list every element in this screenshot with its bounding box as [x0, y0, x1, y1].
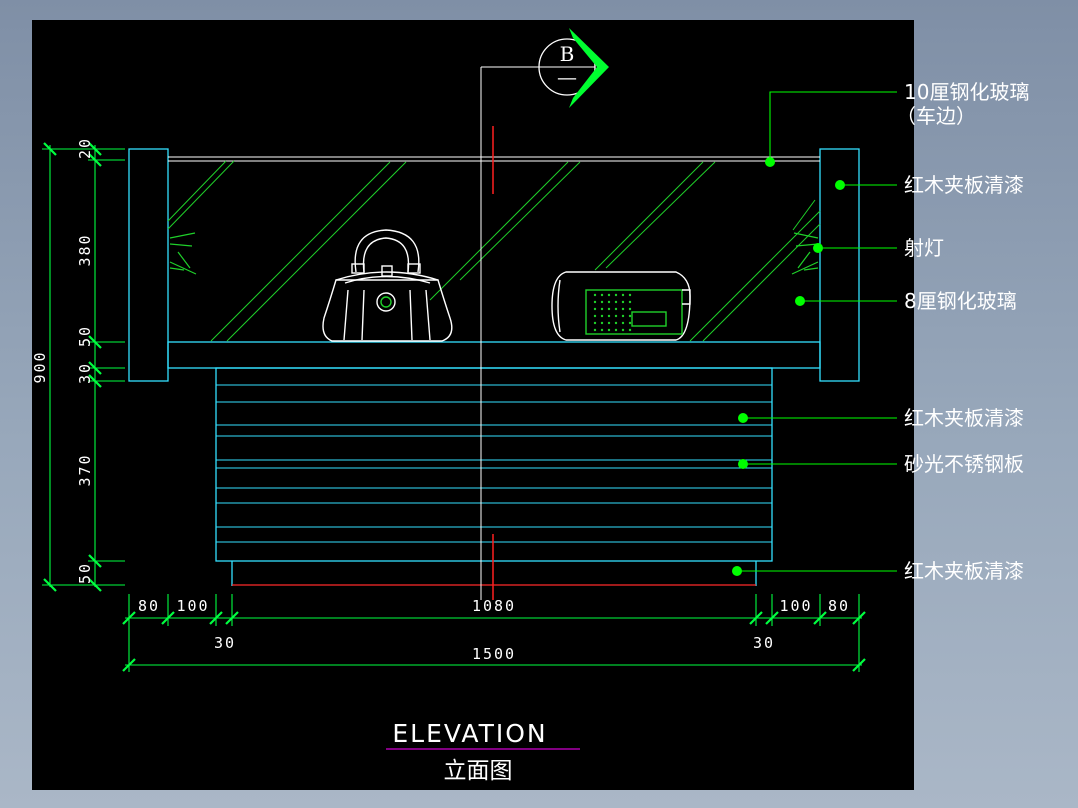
pouch-dot	[600, 328, 604, 332]
pouch-dot	[600, 321, 604, 325]
pouch-dot	[593, 328, 597, 332]
section-marker-sub: —	[557, 65, 577, 89]
spotlight-right	[791, 232, 819, 275]
pouch-dot	[614, 293, 618, 297]
glass-hatch	[167, 160, 821, 342]
pouch-dot	[628, 321, 632, 325]
pouch-dot	[628, 307, 632, 311]
pouch-dot	[621, 307, 625, 311]
callout-tempered-glass-10-line2: （车边）	[896, 104, 976, 128]
pouch-dot	[607, 293, 611, 297]
vertical-dimensions	[42, 142, 125, 592]
pouch-dot	[593, 307, 597, 311]
pouch-dot	[593, 314, 597, 318]
right-side-panel	[819, 148, 860, 382]
hdim-1500: 1500	[472, 645, 516, 663]
pouch-dot	[614, 314, 618, 318]
pouch-dot	[621, 293, 625, 297]
callout-mahogany-plywood-top: 红木夹板清漆	[904, 173, 1024, 197]
vdim-20: 20	[76, 137, 94, 159]
vdim-50-top: 50	[76, 325, 94, 347]
vdim-380: 380	[76, 233, 94, 266]
hdim-1080: 1080	[472, 597, 516, 615]
pouch-dot	[614, 307, 618, 311]
drawing-title: ELEVATION 立面图	[386, 719, 580, 784]
pouch-dot	[593, 300, 597, 304]
pouch-dot	[621, 300, 625, 304]
hdim-80-left: 80	[138, 597, 160, 615]
top-glass	[168, 156, 820, 162]
callout-tempered-glass-8: 8厘钢化玻璃	[904, 289, 1017, 313]
spotlight-left	[169, 232, 197, 275]
pouch-dot	[614, 328, 618, 332]
handbag-frame-bag	[322, 229, 453, 342]
pouch-dot	[621, 328, 625, 332]
pouch-dot	[600, 300, 604, 304]
hdim-80-right: 80	[828, 597, 850, 615]
section-marker-b: B —	[538, 28, 609, 108]
title-elevation-cn: 立面图	[444, 758, 513, 784]
vdim-50-bottom: 50	[76, 562, 94, 584]
center-axis	[480, 66, 540, 600]
pouch-dot	[593, 293, 597, 297]
vdim-30: 30	[76, 362, 94, 384]
hdim-100-left: 100	[176, 597, 209, 615]
pouch-dot	[607, 307, 611, 311]
pouch-dot	[607, 300, 611, 304]
vdim-370: 370	[76, 453, 94, 486]
handbag-pouch	[551, 271, 691, 341]
pouch-dot	[607, 321, 611, 325]
pouch-dot-pattern	[593, 293, 632, 332]
pouch-dot	[628, 314, 632, 318]
horizontal-dimensions	[122, 594, 866, 672]
hdim-30-left: 30	[214, 634, 236, 652]
callout-tempered-glass-10-line1: 10厘钢化玻璃	[904, 80, 1029, 104]
pouch-dot	[607, 314, 611, 318]
pouch-dot	[600, 307, 604, 311]
drawing-background	[32, 20, 914, 790]
pouch-dot	[593, 321, 597, 325]
pouch-dot	[614, 300, 618, 304]
callout-mahogany-plywood-mid: 红木夹板清漆	[904, 406, 1024, 430]
horizontal-dim-labels: 80 100 1080 100 80 30 30 1500	[138, 597, 850, 663]
stainless-slats	[216, 384, 772, 543]
hdim-100-right: 100	[779, 597, 812, 615]
callout-brushed-stainless: 砂光不锈钢板	[904, 452, 1024, 476]
hdim-30-right: 30	[753, 634, 775, 652]
pouch-dot	[621, 314, 625, 318]
callout-dots	[732, 157, 845, 576]
pouch-dot	[600, 293, 604, 297]
callout-leaders	[737, 91, 897, 572]
callout-mahogany-plywood-base: 红木夹板清漆	[904, 559, 1024, 583]
title-elevation: ELEVATION	[392, 719, 547, 748]
section-marker-letter: B	[560, 42, 575, 66]
pouch-dot	[628, 328, 632, 332]
vertical-dim-labels: 20 380 50 30 370 50 900	[31, 137, 94, 584]
pouch-dot	[614, 321, 618, 325]
pouch-dot	[600, 314, 604, 318]
callout-labels: 10厘钢化玻璃 （车边） 红木夹板清漆 射灯 8厘钢化玻璃 红木夹板清漆 砂光不…	[896, 80, 1029, 583]
callout-spotlight: 射灯	[904, 236, 944, 260]
pouch-dot	[628, 300, 632, 304]
left-side-panel	[128, 148, 169, 382]
pouch-dot	[621, 321, 625, 325]
pouch-dot	[628, 293, 632, 297]
vdim-900: 900	[31, 350, 49, 383]
pouch-dot	[607, 328, 611, 332]
